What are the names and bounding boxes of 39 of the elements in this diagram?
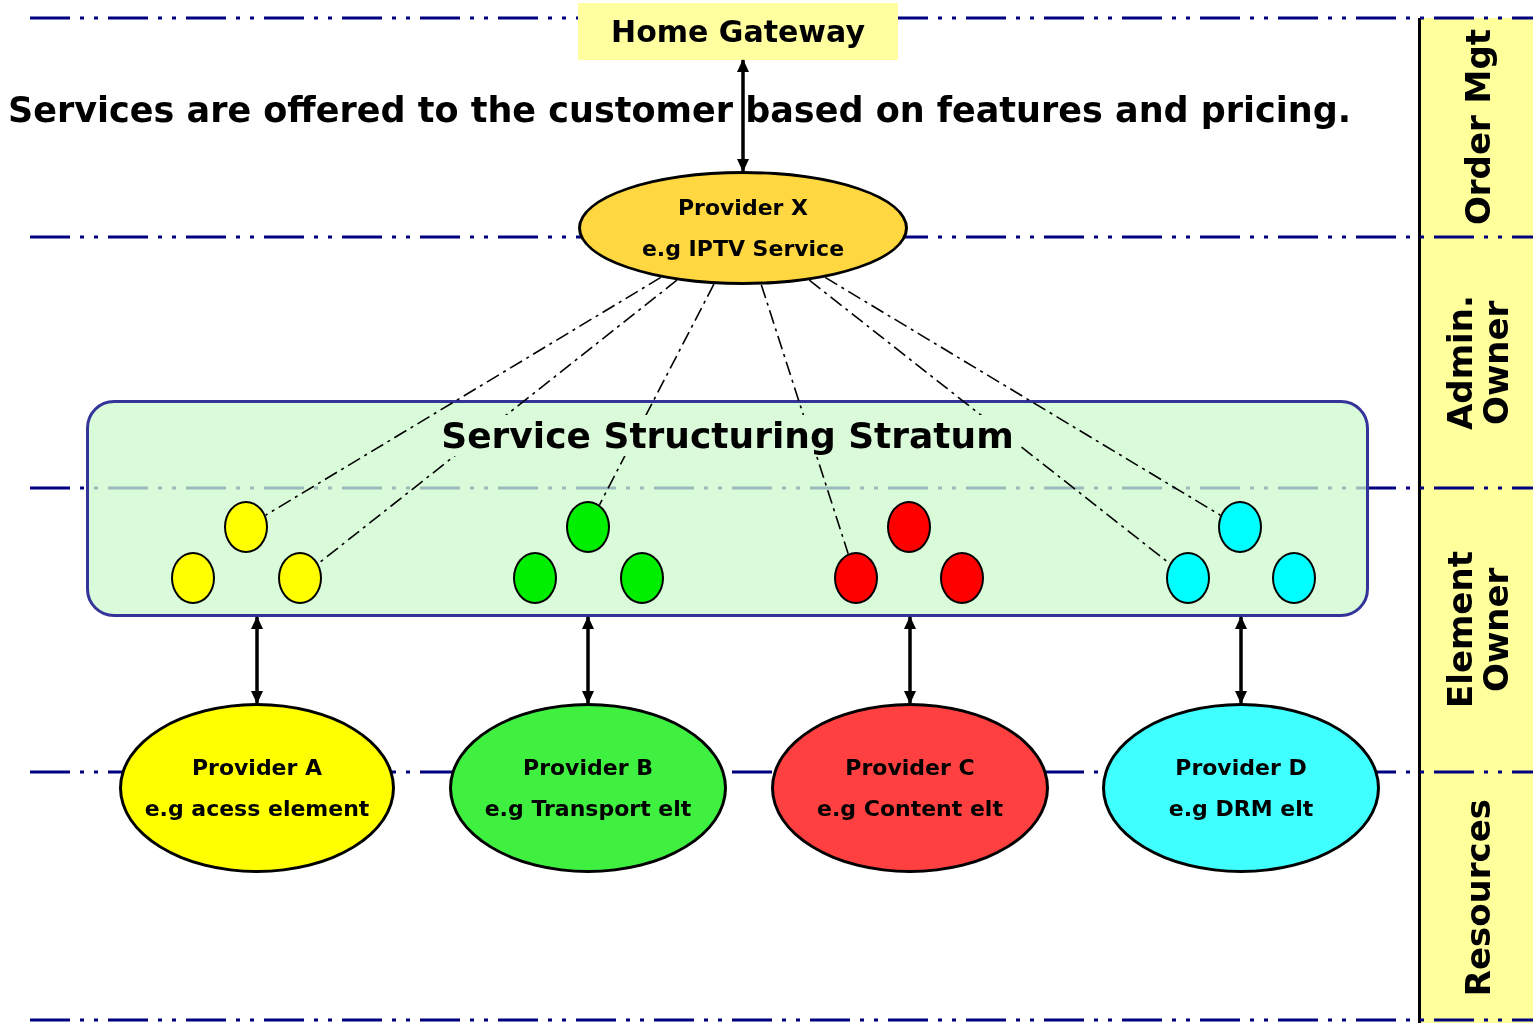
node-label: Provider X (677, 195, 809, 220)
circle-node (566, 501, 610, 553)
layer-label: Order Mgt (1460, 29, 1497, 226)
node-label: e.g Transport elt (484, 796, 692, 821)
circle-node (940, 552, 984, 604)
arrow (904, 616, 916, 704)
dash-dot-line (264, 276, 662, 516)
circle-node (1218, 501, 1262, 553)
dash-dot-line (598, 283, 715, 506)
circle-node (1166, 552, 1210, 604)
node-label: e.g acess element (144, 796, 370, 821)
circle-node (834, 552, 878, 604)
dash-dot-line (760, 283, 849, 555)
node-label: Provider C (845, 755, 975, 780)
circle-node (887, 501, 931, 553)
caption-text: Services are offered to the customer based on features and pricing. (8, 90, 1352, 130)
layer-label: Admin. Owner (1442, 294, 1515, 432)
node-label: e.g Content elt (817, 796, 1003, 821)
dash-dot-line (824, 276, 1222, 516)
layer-label: Element Owner (1442, 550, 1515, 711)
node-label: Provider D (1175, 755, 1307, 780)
arrow (737, 59, 749, 172)
circle-node (224, 501, 268, 553)
gateway-box (578, 3, 898, 60)
node-label: e.g DRM elt (1168, 796, 1314, 821)
circle-node (171, 552, 215, 604)
node-label: e.g IPTV Service (641, 236, 845, 261)
node-label: Provider B (523, 755, 653, 780)
stratum-panel (86, 400, 1369, 617)
circle-node (620, 552, 664, 604)
node-label: Home Gateway (611, 14, 865, 49)
layer-label: Resources (1460, 798, 1497, 997)
circle-node (513, 552, 557, 604)
node-label: Provider A (191, 755, 323, 780)
circle-node (1272, 552, 1316, 604)
circle-node (278, 552, 322, 604)
arrow (582, 616, 594, 704)
arrow (1235, 616, 1247, 704)
arrow (251, 616, 263, 704)
